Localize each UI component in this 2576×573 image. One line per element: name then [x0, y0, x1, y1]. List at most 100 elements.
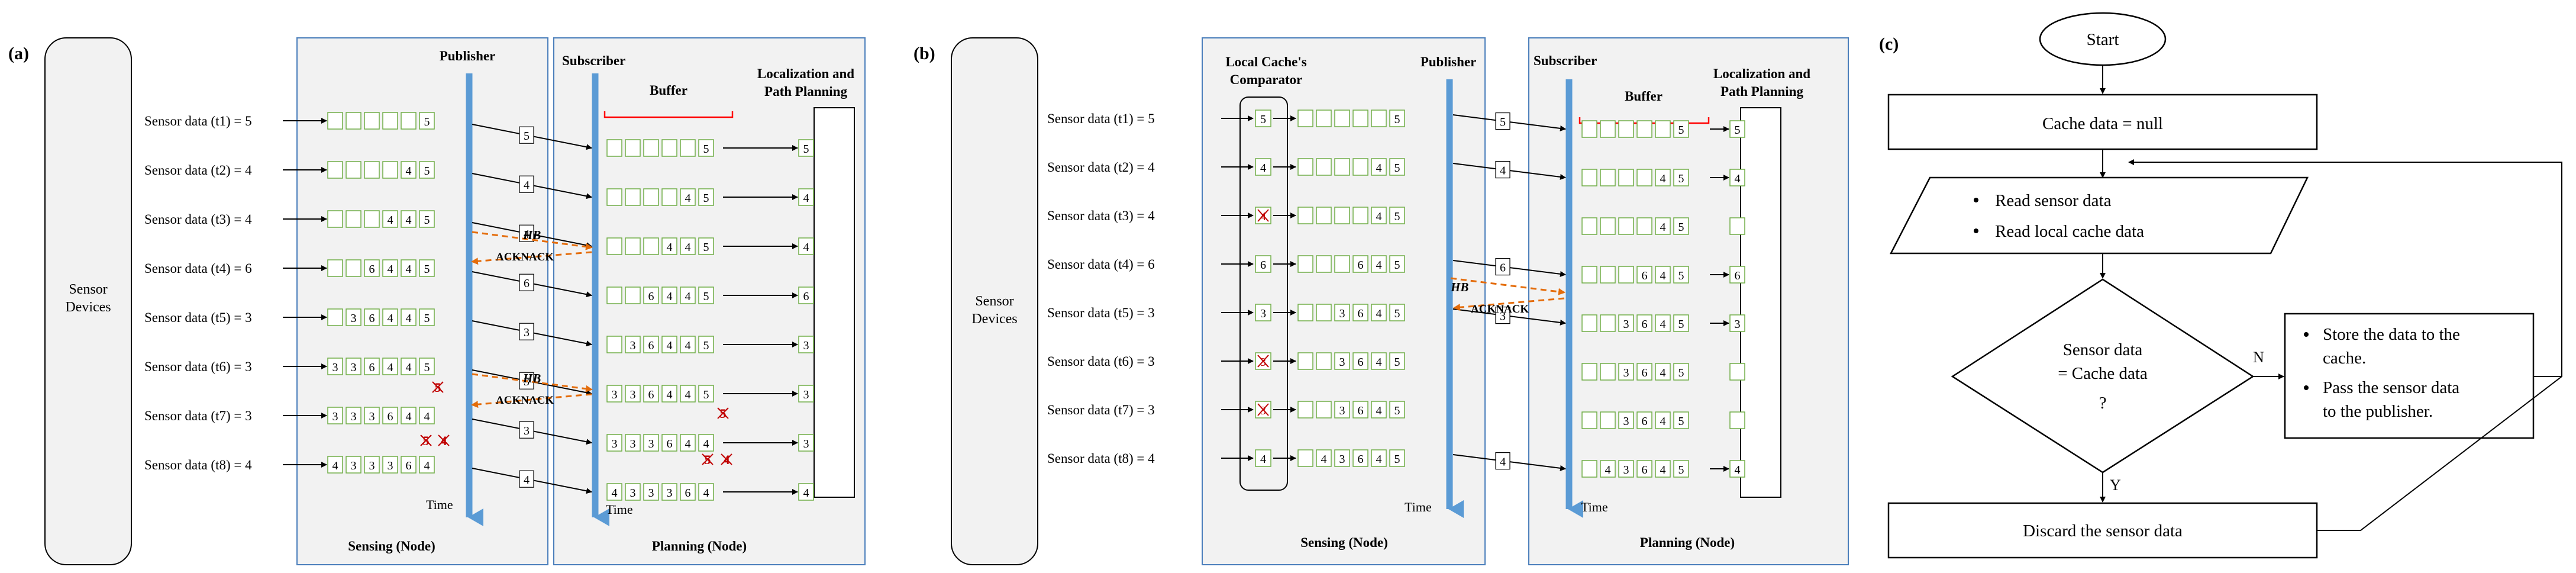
a-row-1-history-3-box [364, 112, 380, 130]
a-row-1-history-6-box [419, 112, 435, 130]
a-row-2-msg-value: 4 [524, 179, 530, 192]
b-row-7-buffer-4-value: 6 [1642, 415, 1648, 428]
a-row-3-msg-value: 4 [524, 228, 530, 241]
a-row-4-output-box [798, 286, 814, 304]
a-row-6-buffer-3-box [643, 385, 659, 403]
b-row-1-history-6-box [1389, 110, 1405, 127]
b-row-5-history-2-box [1316, 304, 1332, 321]
b-row-1-buffer-1-box [1581, 120, 1597, 138]
a-row-2-history-3-box [364, 161, 380, 179]
a-row-7-buffer-5-value: 4 [685, 437, 691, 450]
b-row-2-history-6-value: 5 [1394, 162, 1400, 175]
b-row-4-buffer-3-box [1618, 266, 1634, 284]
b-row-5-buffer-6-value: 5 [1678, 318, 1684, 331]
b-row-8-buffer-3-box [1618, 460, 1634, 478]
b-row-3-history-5-box [1371, 207, 1387, 224]
a-row-2-output-box [798, 188, 814, 206]
panel-b-label: (b) [913, 44, 935, 63]
a-row-8-buffer-3-box [643, 483, 659, 501]
sensing-node-label-a: Sensing (Node) [348, 539, 435, 553]
b-row-7-comparator-slash-2 [1257, 403, 1269, 416]
a-row-6-history-6-box [419, 358, 435, 375]
b-row-6-buffer-6-value: 5 [1678, 366, 1684, 379]
a-row-3-buffer-5-value: 4 [685, 241, 691, 254]
b-row-3-history-5-value: 4 [1376, 210, 1382, 223]
a-row-2-history-6-value: 5 [424, 165, 430, 178]
b-row-7-buffer-6-value: 5 [1678, 415, 1684, 428]
b-row-4-history-5-box [1371, 255, 1387, 273]
time-label-b-planning: Time [1581, 500, 1608, 514]
a-row-6-history-2-value: 3 [351, 361, 357, 374]
flow-init-label: Cache data = null [2042, 114, 2163, 133]
b-row-1-buffer-5-box [1655, 120, 1671, 138]
a-row-7-history-5-box [401, 407, 417, 424]
b-row-5-history-5-box [1371, 304, 1387, 321]
a-row-7-history-6-box [419, 407, 435, 424]
a-row-4-buffer-3-value: 6 [648, 290, 654, 303]
b-row-5-buffer-6-box [1673, 314, 1689, 332]
a-row-4-buffer-4-box [661, 286, 677, 304]
time-label-a-planning: Time [606, 502, 633, 517]
a-row-4-buffer-5-value: 4 [685, 290, 691, 303]
b-row-1-buffer-6-value: 5 [1678, 124, 1684, 137]
a-row-5-msg-box [519, 323, 534, 340]
a-row-7-history-4-box [382, 407, 398, 424]
b-row-4-history-5-value: 4 [1376, 259, 1382, 272]
a-row-7-buffer-3-box [643, 434, 659, 452]
a-row-2-history-5-box [401, 161, 417, 179]
a-row-2-history-1-box [327, 161, 343, 179]
a-row-5-buffer-6-box [698, 336, 714, 353]
b-row-4-history-2-box [1316, 255, 1332, 273]
buffer-label-b: Buffer [1625, 89, 1663, 104]
a-row-8-buffer-1-box [606, 483, 622, 501]
panel-a-label: (a) [8, 44, 29, 63]
b-row-7-buffer-6-box [1673, 411, 1689, 429]
b-row-6-buffer-4-value: 6 [1642, 366, 1648, 379]
a-row-7-buffer-4-value: 6 [667, 437, 673, 450]
a-row-5-buffer-6-value: 5 [703, 339, 709, 352]
a-row-1-output-value: 5 [803, 143, 809, 156]
b-row-5-buffer-3-box [1618, 314, 1634, 332]
b-row-6-label: Sensor data (t6) = 3 [1047, 354, 1155, 369]
a-row-2-buffer-5-value: 4 [685, 192, 691, 205]
a-row-2-buffer-6-value: 5 [703, 192, 709, 205]
flow-read-line-2: Read local cache data [1995, 222, 2144, 241]
a-row-4-msg-box [519, 273, 534, 291]
b-row-5-buffer-4-box [1636, 314, 1652, 332]
flow-read-bullet-1 [1974, 198, 1978, 202]
b-msg-2-box [1495, 161, 1510, 179]
a-row-5-output-box [798, 336, 814, 353]
buffer-bracket-a [603, 111, 734, 118]
flow-discard-label: Discard the sensor data [2023, 522, 2183, 540]
b-row-7-buffer-1-box [1581, 411, 1597, 429]
b-row-3-output-box [1729, 217, 1745, 235]
a-row-5-label: Sensor data (t5) = 3 [144, 310, 252, 325]
a-row-2-buffer-3-box [643, 188, 659, 206]
b-row-5-buffer-5-box [1655, 314, 1671, 332]
a-row-4-history-5-box [401, 259, 417, 277]
a-row-2-msg-box [519, 175, 534, 193]
a-row-8-history-5-value: 6 [406, 459, 412, 472]
b-row-1-label: Sensor data (t1) = 5 [1047, 111, 1155, 126]
a-row-5-history-1-box [327, 308, 343, 326]
a-row-6-buffer-3-value: 6 [648, 388, 654, 401]
a-row-8-msg-value: 4 [524, 474, 530, 487]
b-row-3-history-4-box [1352, 207, 1368, 224]
a-row-5-msg-value: 3 [524, 326, 530, 339]
flow-store-bullet-1 [2304, 332, 2309, 337]
b-row-6-history-6-box [1389, 352, 1405, 370]
a-row-2-buffer-1-box [606, 188, 622, 206]
b-row-7-buffer-2-box [1600, 411, 1616, 429]
a-row-5-buffer-2-box [625, 336, 641, 353]
b-row-6-history-6-value: 5 [1394, 356, 1400, 369]
b-row-5-output-value: 3 [1735, 318, 1741, 331]
b-row-8-history-1-box [1297, 449, 1313, 467]
b-row-1-buffer-4-box [1636, 120, 1652, 138]
b-row-2-buffer-2-box [1600, 169, 1616, 186]
flow-store-line-2: cache. [2323, 349, 2366, 368]
flow-store-box [2284, 313, 2535, 439]
a-row-5-buffer-3-value: 6 [648, 339, 654, 352]
b-row-2-history-5-value: 4 [1376, 162, 1382, 175]
flow-no-label: N [2253, 349, 2264, 366]
